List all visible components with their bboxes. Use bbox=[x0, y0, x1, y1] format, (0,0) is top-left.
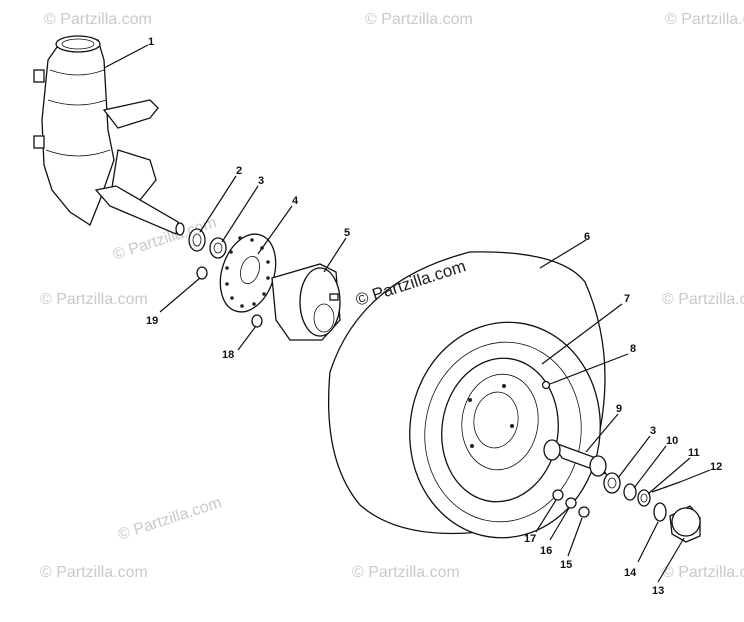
watermark-tile: © Partzilla.com bbox=[40, 564, 148, 581]
watermark-tile: © Partzilla.com bbox=[352, 564, 460, 581]
callout-13: 13 bbox=[652, 585, 664, 597]
callout-7: 7 bbox=[624, 293, 630, 305]
callout-8: 8 bbox=[630, 343, 636, 355]
valve-stem bbox=[541, 380, 551, 390]
wheel-rim bbox=[441, 357, 559, 503]
watermark-tile: © Partzilla.com bbox=[40, 291, 148, 308]
callout-4: 4 bbox=[292, 195, 299, 207]
callout-labels: 1 2 3 4 5 6 7 8 9 3 10 11 12 14 13 17 16… bbox=[146, 36, 722, 597]
castle-nut bbox=[637, 489, 651, 507]
callout-17: 17 bbox=[524, 533, 536, 545]
o-ring bbox=[653, 502, 667, 522]
watermark-tile: © Partzilla.com bbox=[665, 11, 744, 28]
watermark-tile: © Partzilla.com bbox=[662, 564, 744, 581]
bearing-outer bbox=[603, 472, 621, 494]
watermark-tile: © Partzilla.com bbox=[44, 11, 152, 28]
callout-10: 10 bbox=[666, 435, 678, 447]
watermark-tile: © Partzilla.com bbox=[662, 291, 744, 308]
callout-3-outer: 3 bbox=[650, 425, 656, 437]
callout-3: 3 bbox=[258, 175, 264, 187]
brake-disc bbox=[219, 233, 277, 313]
spacer-sleeve bbox=[543, 439, 608, 477]
spindle-housing bbox=[33, 35, 185, 236]
bearing-inner bbox=[209, 237, 227, 259]
callout-1: 1 bbox=[148, 36, 154, 48]
bolt-18 bbox=[251, 314, 263, 328]
lug-nuts bbox=[552, 489, 590, 518]
callout-2: 2 bbox=[236, 165, 242, 177]
washer bbox=[623, 483, 637, 501]
callout-19: 19 bbox=[146, 315, 158, 327]
callout-5: 5 bbox=[344, 227, 350, 239]
leader-lines bbox=[103, 44, 711, 583]
bolt-19 bbox=[196, 266, 208, 280]
callout-14: 14 bbox=[624, 567, 637, 579]
callout-15: 15 bbox=[560, 559, 572, 571]
watermark-tile: © Partzilla.com bbox=[365, 11, 473, 28]
callout-12: 12 bbox=[710, 461, 722, 473]
callout-18: 18 bbox=[222, 349, 234, 361]
hub-cap bbox=[669, 505, 701, 543]
seal bbox=[188, 228, 206, 252]
wheel-hub bbox=[271, 263, 341, 341]
callout-11: 11 bbox=[688, 447, 700, 459]
callout-6: 6 bbox=[584, 231, 590, 243]
watermark-tile: © Partzilla.com bbox=[116, 494, 224, 543]
callout-9: 9 bbox=[616, 403, 622, 415]
callout-16: 16 bbox=[540, 545, 552, 557]
cotter-pin bbox=[651, 481, 681, 493]
